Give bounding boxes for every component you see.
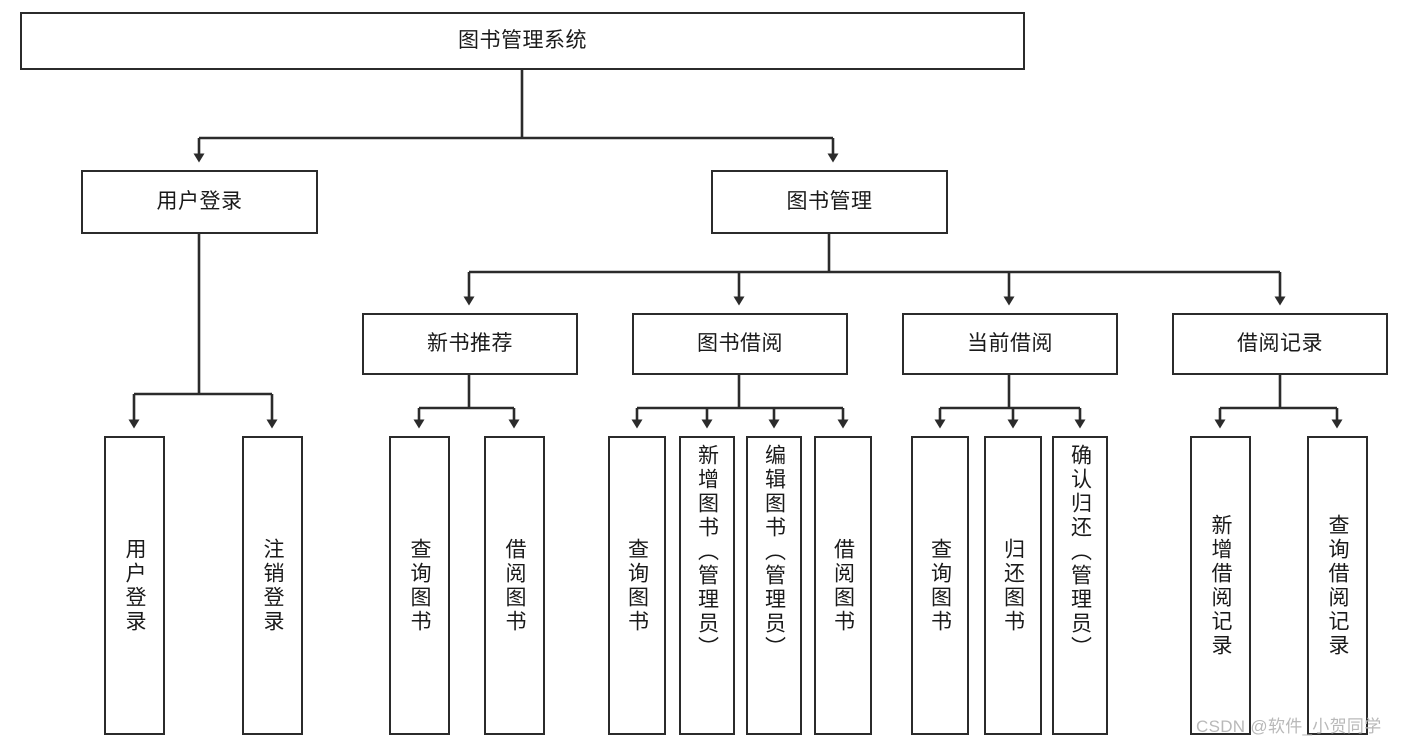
node-user-login-label: 用户登录 bbox=[156, 190, 243, 214]
node-leaf-return-book-label: 归还图书 bbox=[1001, 537, 1025, 634]
connector-lines bbox=[128, 70, 1343, 429]
node-leaf-query-record-label: 查询借阅记录 bbox=[1326, 513, 1350, 658]
node-leaf-borrow-book-1[interactable]: 借阅图书 bbox=[484, 436, 545, 735]
node-leaf-query-book-3-label: 查询图书 bbox=[928, 537, 952, 634]
node-leaf-user-login[interactable]: 用户登录 bbox=[104, 436, 165, 735]
node-borrow-record-label: 借阅记录 bbox=[1237, 332, 1323, 356]
node-book-borrow[interactable]: 图书借阅 bbox=[632, 313, 848, 375]
node-leaf-edit-book[interactable]: 编辑图书（管理员） bbox=[746, 436, 802, 735]
node-book-borrow-label: 图书借阅 bbox=[697, 332, 783, 356]
node-root[interactable]: 图书管理系统 bbox=[20, 12, 1025, 70]
node-leaf-user-login-label: 用户登录 bbox=[123, 537, 147, 634]
node-leaf-edit-book-label: 编辑图书（管理员） bbox=[762, 444, 786, 660]
node-root-label: 图书管理系统 bbox=[458, 29, 587, 53]
node-leaf-confirm-return[interactable]: 确认归还（管理员） bbox=[1052, 436, 1108, 735]
node-leaf-query-book-2[interactable]: 查询图书 bbox=[608, 436, 666, 735]
node-leaf-query-book-3[interactable]: 查询图书 bbox=[911, 436, 969, 735]
node-leaf-add-record[interactable]: 新增借阅记录 bbox=[1190, 436, 1251, 735]
node-leaf-query-record[interactable]: 查询借阅记录 bbox=[1307, 436, 1368, 735]
node-leaf-borrow-book-2-label: 借阅图书 bbox=[831, 537, 855, 634]
node-leaf-query-book-1-label: 查询图书 bbox=[408, 537, 432, 634]
node-current-borrow[interactable]: 当前借阅 bbox=[902, 313, 1118, 375]
node-leaf-logout-label: 注销登录 bbox=[261, 537, 285, 634]
node-leaf-borrow-book-1-label: 借阅图书 bbox=[503, 537, 527, 634]
node-leaf-confirm-return-label: 确认归还（管理员） bbox=[1068, 444, 1092, 660]
node-book-manage-label: 图书管理 bbox=[786, 190, 873, 214]
node-leaf-return-book[interactable]: 归还图书 bbox=[984, 436, 1042, 735]
node-book-manage[interactable]: 图书管理 bbox=[711, 170, 948, 234]
node-leaf-add-record-label: 新增借阅记录 bbox=[1209, 513, 1233, 658]
node-leaf-logout[interactable]: 注销登录 bbox=[242, 436, 303, 735]
node-borrow-record[interactable]: 借阅记录 bbox=[1172, 313, 1388, 375]
node-user-login[interactable]: 用户登录 bbox=[81, 170, 318, 234]
node-new-book-recommend-label: 新书推荐 bbox=[427, 332, 513, 356]
node-new-book-recommend[interactable]: 新书推荐 bbox=[362, 313, 578, 375]
node-current-borrow-label: 当前借阅 bbox=[967, 332, 1053, 356]
node-leaf-borrow-book-2[interactable]: 借阅图书 bbox=[814, 436, 872, 735]
node-leaf-query-book-2-label: 查询图书 bbox=[625, 537, 649, 634]
node-leaf-add-book-label: 新增图书（管理员） bbox=[695, 444, 719, 660]
node-leaf-query-book-1[interactable]: 查询图书 bbox=[389, 436, 450, 735]
node-leaf-add-book[interactable]: 新增图书（管理员） bbox=[679, 436, 735, 735]
